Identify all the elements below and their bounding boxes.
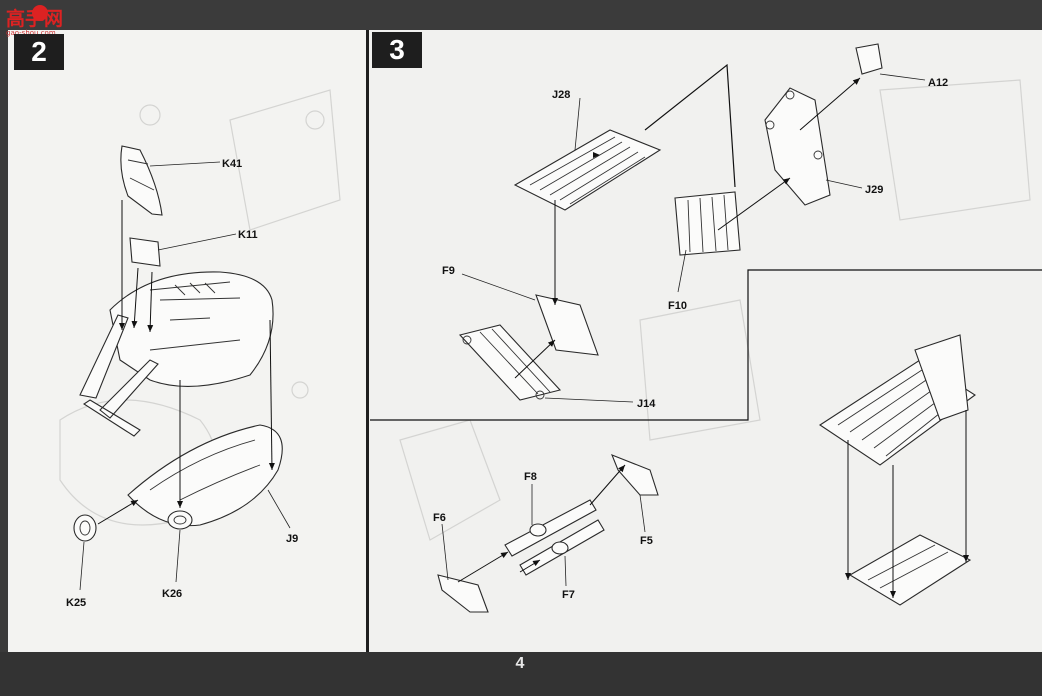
label-f6: F6: [433, 512, 446, 524]
label-j9: J9: [286, 533, 298, 545]
step-3-diagram: J28 A12 J29 F9 F10 J14 F8 F6 F5 F7: [370, 43, 1042, 613]
label-f5: F5: [640, 535, 653, 547]
part-f10: [674, 191, 741, 256]
step-3-badge: 3: [372, 32, 422, 68]
part-f8: [504, 499, 597, 557]
label-f9: F9: [442, 265, 455, 277]
cockpit-tub: [109, 271, 274, 387]
label-k26: K26: [162, 588, 182, 600]
part-k26: [167, 510, 193, 530]
label-k11: K11: [238, 229, 258, 241]
label-k41: K41: [222, 158, 242, 170]
step-2-diagram: K41 K11 J9 K25 K26: [66, 145, 298, 609]
part-f6: [437, 574, 489, 613]
step-2-badge: 2: [14, 34, 64, 70]
part-f9: [535, 294, 599, 356]
part-k25: [73, 514, 97, 542]
combined-assembly-view: [818, 334, 976, 606]
label-j14: J14: [637, 398, 656, 410]
part-f5: [611, 454, 659, 496]
page-number: 4: [515, 655, 525, 672]
label-f7: F7: [562, 589, 575, 601]
front-frame: [79, 314, 159, 437]
label-f10: F10: [668, 300, 687, 312]
part-f7: [519, 519, 605, 576]
part-j29: [764, 87, 831, 206]
label-a12: A12: [928, 77, 948, 89]
part-k41: [120, 145, 163, 216]
label-k25: K25: [66, 597, 86, 609]
part-j28: [513, 129, 662, 211]
part-a12: [855, 43, 883, 75]
part-j9: [127, 424, 283, 527]
logo-mark-icon: [32, 5, 48, 21]
label-f8: F8: [524, 471, 537, 483]
top-bar: [0, 0, 1042, 30]
logo-site: gao-shou.com: [6, 29, 56, 37]
part-k11: [129, 237, 161, 267]
label-j28: J28: [552, 89, 570, 101]
part-j14: [458, 324, 562, 401]
bottom-bar: [0, 652, 1042, 696]
label-j29: J29: [865, 184, 883, 196]
page-divider: [366, 30, 369, 652]
site-logo: 高手网 gao-shou.com: [6, 4, 86, 38]
